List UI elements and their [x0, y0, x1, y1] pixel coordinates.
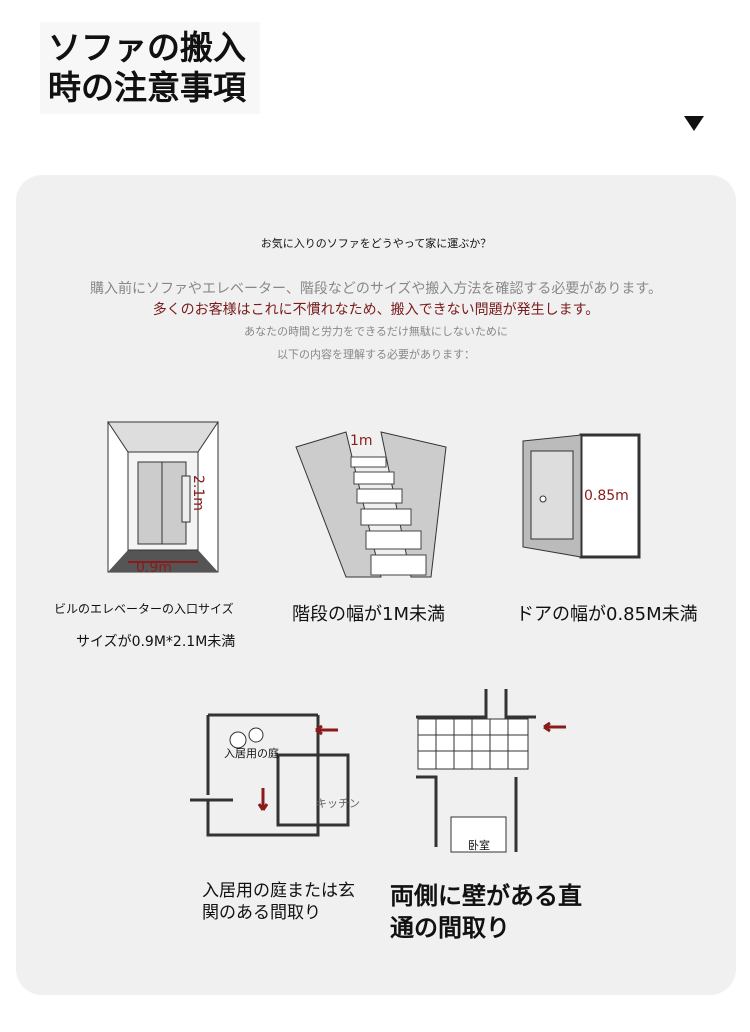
garden-floorplan-illustration [190, 713, 350, 837]
page-title: ソファの搬入時の注意事項 [40, 22, 260, 114]
intro-line-3: あなたの時間と労力をできるだけ無駄にしないために [244, 325, 508, 338]
stairs-caption: 階段の幅が1M未満 [292, 604, 445, 625]
elevator-height-label: 2.1m [190, 475, 206, 511]
bedroom-label: 卧室 [468, 839, 490, 852]
intro-line-4: 以下の内容を理解する必要があります： [277, 348, 475, 361]
elevator-width-label: 0.9m [136, 560, 172, 576]
kitchen-label: キッチン [316, 797, 360, 810]
garden-label: 入居用の庭 [224, 747, 279, 760]
door-width-label: 0.85m [584, 488, 629, 504]
elevator-caption: ビルのエレベーターの入口サイズ [54, 602, 234, 616]
garden-caption: 入居用の庭または玄関のある間取り [202, 881, 355, 923]
intro-line-1: 購入前にソファやエレベーター、階段などのサイズや搬入方法を確認する必要があります… [89, 281, 663, 297]
elevator-subcaption: サイズが0.9M*2.1M未満 [76, 634, 236, 650]
elevator-illustration [107, 421, 219, 573]
door-illustration [522, 433, 641, 559]
stairs-width-label: 1m [350, 433, 373, 449]
corridor-floorplan-illustration [416, 689, 566, 853]
door-caption: ドアの幅が0.85M未満 [516, 604, 698, 625]
corridor-caption: 両側に壁がある直通の間取り [390, 882, 582, 942]
intro-question: お気に入りのソファをどうやって家に運ぶか？ [260, 237, 492, 250]
intro-line-2: 多くのお客様はこれに不慣れなため、搬入できない問題が発生します。 [152, 302, 600, 318]
content-panel: お気に入りのソファをどうやって家に運ぶか？ 購入前にソファやエレベーター、階段な… [16, 175, 736, 995]
dropdown-triangle-icon[interactable] [684, 116, 704, 131]
stairs-illustration [295, 431, 447, 578]
